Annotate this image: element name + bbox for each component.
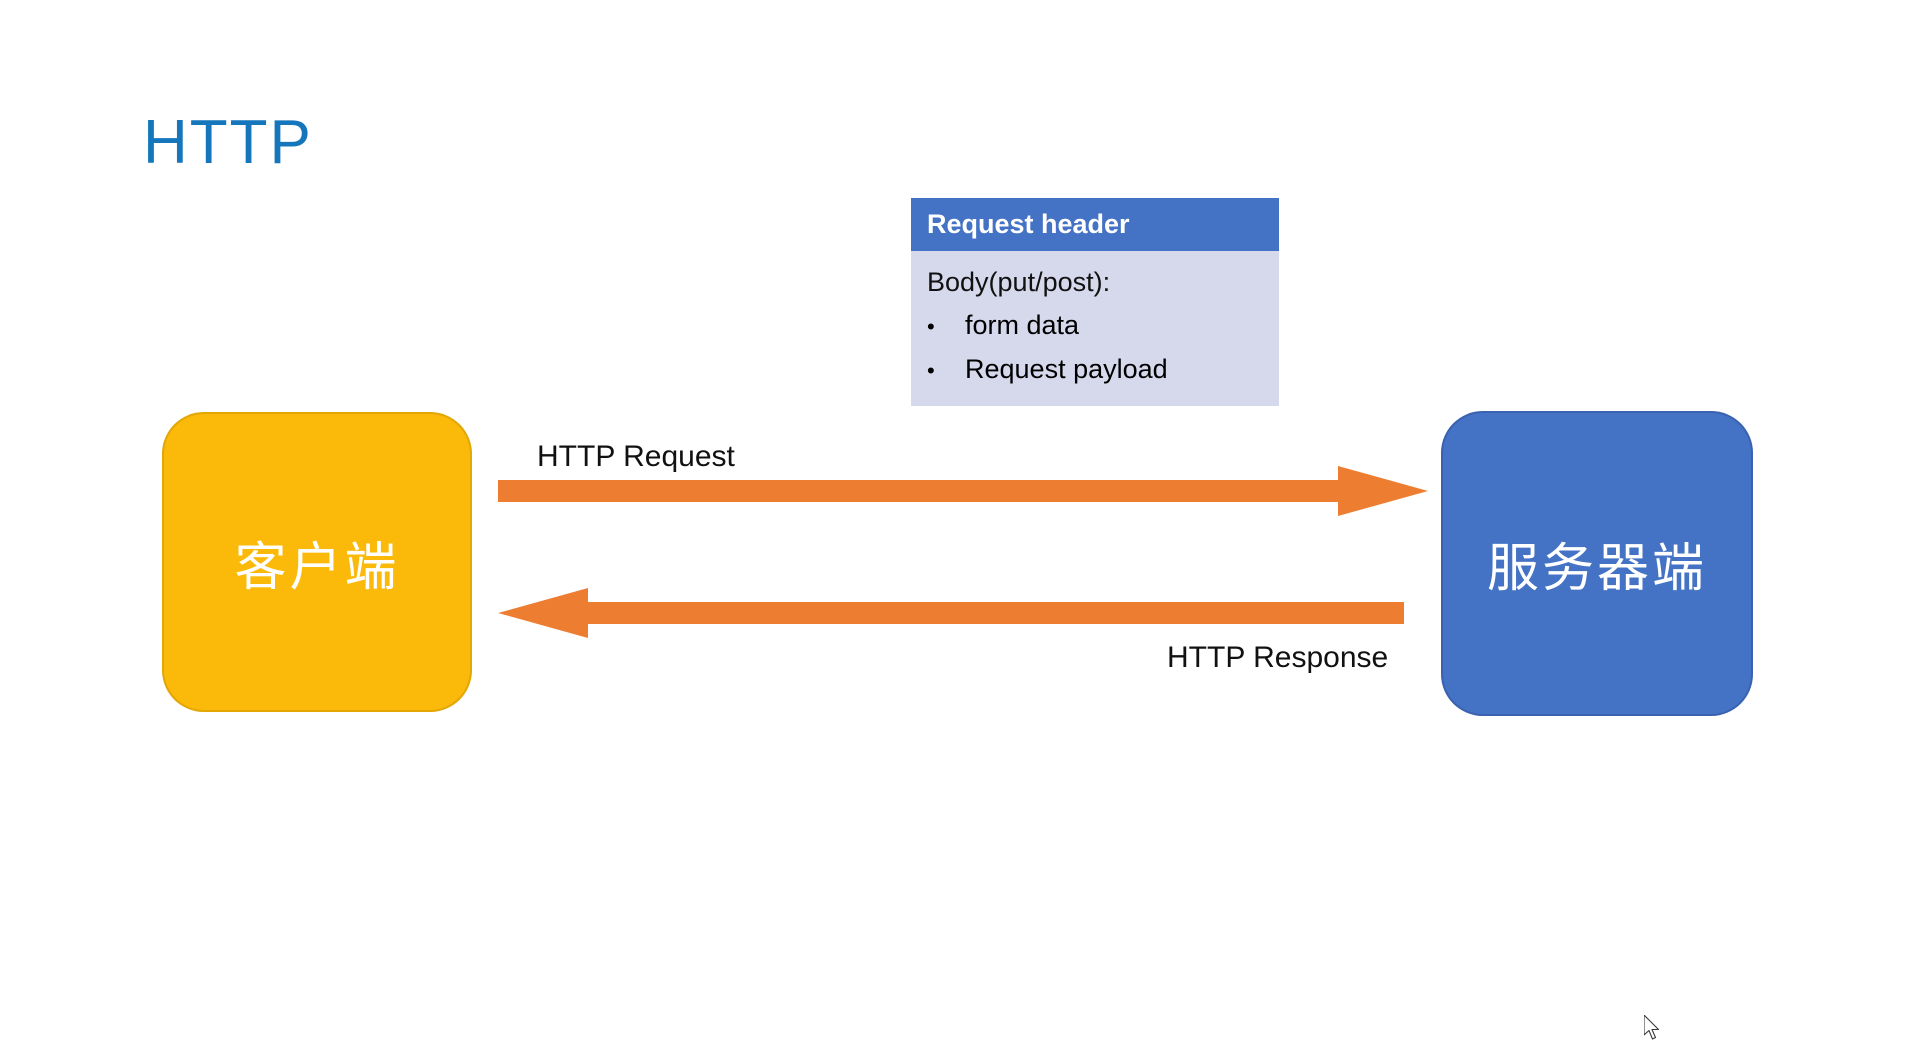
callout-header-label: Request header xyxy=(911,198,1279,251)
callout-bullet-label: form data xyxy=(965,310,1080,340)
request-header-callout: Request header Body(put/post): • form da… xyxy=(911,198,1279,406)
client-node-label: 客户端 xyxy=(234,537,400,598)
http-request-arrow xyxy=(498,466,1428,516)
mouse-pointer-icon xyxy=(1644,1015,1660,1040)
bullet-icon: • xyxy=(927,314,935,339)
client-node: 客户端 xyxy=(162,412,472,712)
server-node: 服务器端 xyxy=(1441,411,1753,716)
bullet-icon: • xyxy=(927,358,935,383)
http-response-arrow xyxy=(498,588,1404,638)
callout-bullet-label: Request payload xyxy=(965,354,1168,384)
list-item: • form data xyxy=(927,304,1279,348)
http-response-arrow-label: HTTP Response xyxy=(1167,641,1389,674)
callout-body: Body(put/post): • form data • Request pa… xyxy=(911,251,1279,406)
server-node-label: 服务器端 xyxy=(1486,539,1707,599)
callout-body-intro: Body(put/post): xyxy=(927,267,1111,297)
list-item: • Request payload xyxy=(927,348,1279,392)
page-title: HTTP xyxy=(143,108,313,177)
http-request-arrow-label: HTTP Request xyxy=(537,440,735,473)
